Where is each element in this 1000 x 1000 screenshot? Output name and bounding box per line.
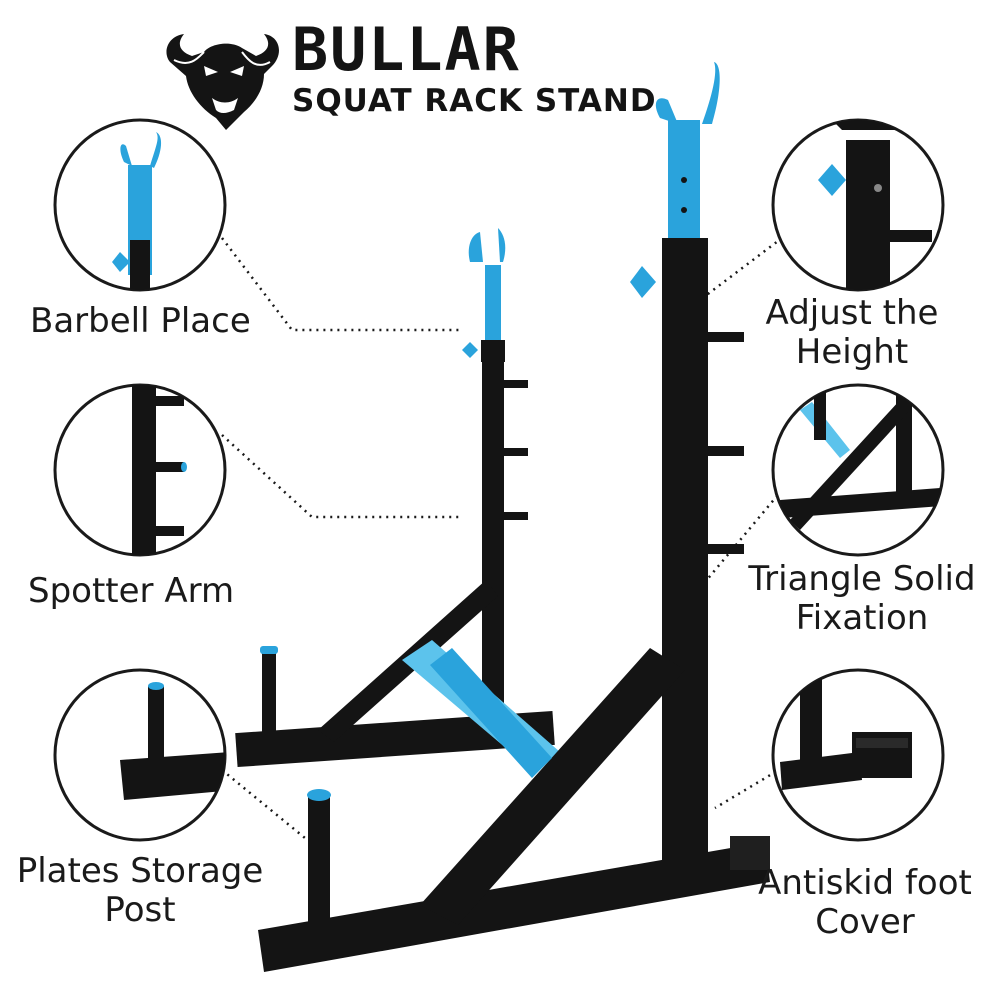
label-triangle-line1: Triangle Solid	[748, 559, 976, 599]
detail-spotter-arm	[53, 383, 227, 557]
label-spotter-arm: Spotter Arm	[28, 571, 235, 611]
brand-name: BULLAR	[292, 15, 521, 85]
label-antiskid-line1: Antiskid foot	[758, 863, 972, 903]
front-rack	[258, 62, 770, 972]
label-plates-storage-line2: Post	[104, 890, 176, 931]
detail-adjust-height	[771, 118, 945, 292]
detail-antiskid-cover	[771, 668, 945, 842]
label-plates-storage: Plates Storage Post	[10, 851, 270, 931]
label-adjust-height-line1: Adjust the	[765, 293, 939, 333]
detail-barbell-place	[53, 118, 227, 292]
label-antiskid-cover: Antiskid foot Cover	[740, 863, 990, 943]
label-triangle-fixation: Triangle Solid Fixation	[736, 559, 988, 639]
label-triangle-line2: Fixation	[795, 598, 929, 639]
label-plates-storage-line1: Plates Storage	[16, 851, 264, 891]
bull-head-icon	[166, 34, 279, 130]
label-adjust-height: Adjust the Height	[752, 293, 952, 373]
back-rack	[235, 228, 560, 772]
label-adjust-height-line2: Height	[795, 332, 909, 373]
detail-triangle-fixation	[771, 383, 945, 557]
brand-subtitle: SQUAT RACK STAND	[292, 83, 657, 119]
label-antiskid-line2: Cover	[815, 902, 915, 943]
label-barbell-place: Barbell Place	[30, 301, 251, 341]
detail-plates-storage	[53, 668, 227, 842]
